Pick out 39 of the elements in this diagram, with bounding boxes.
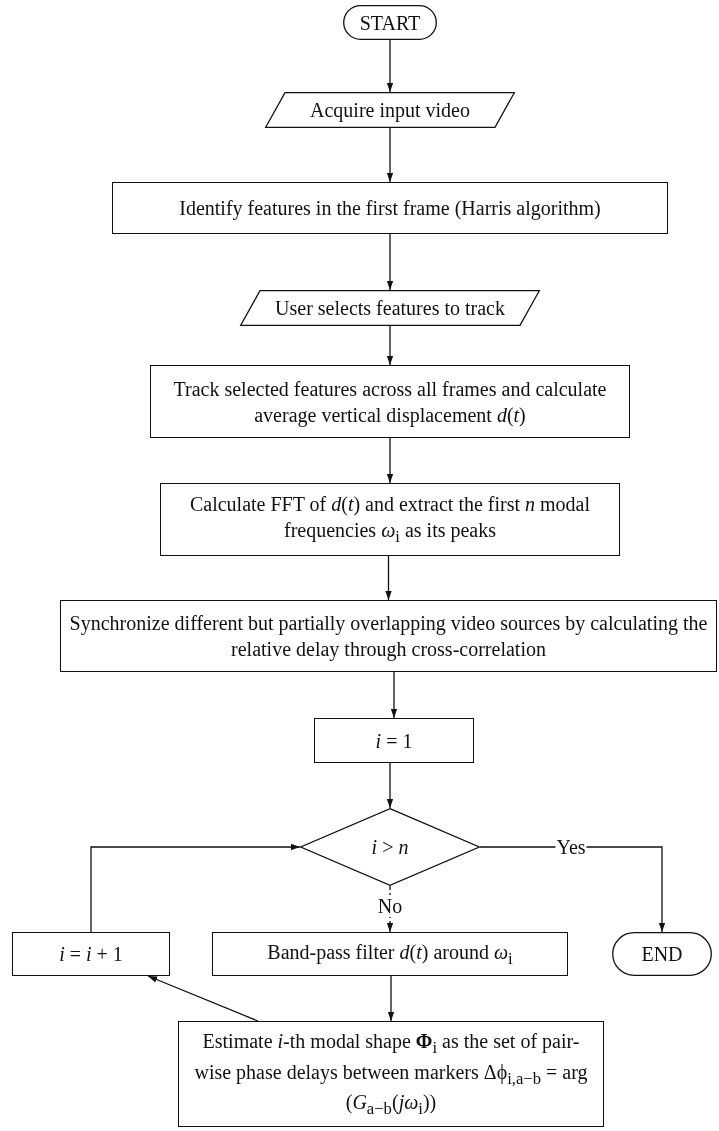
process-box xyxy=(150,365,630,438)
process-box xyxy=(212,932,568,976)
arrow xyxy=(386,233,394,291)
arrow xyxy=(390,671,398,719)
arrow xyxy=(386,39,394,93)
process-box xyxy=(60,600,717,672)
input-output-parallelogram xyxy=(265,92,515,128)
arrow xyxy=(479,846,666,933)
step-text: END xyxy=(640,942,684,967)
arrow xyxy=(386,127,394,183)
step-text: Identify features in the first frame (Harris algorithm) xyxy=(178,196,602,221)
step-text: START xyxy=(358,10,422,36)
process-box xyxy=(112,182,668,234)
arrow xyxy=(386,762,394,809)
process-box xyxy=(12,932,170,976)
terminal-pill xyxy=(612,932,712,976)
step-text: Acquire input video xyxy=(309,98,471,123)
step-text: i = i + 1 xyxy=(58,942,124,967)
step-text: Synchronize different but partially overlapping video sources by calculating the relative delay through cross-correlation xyxy=(68,611,709,662)
input-output-parallelogram xyxy=(240,290,540,326)
edge-label: No xyxy=(376,895,404,917)
process-box xyxy=(178,1021,604,1127)
arrow xyxy=(385,555,392,601)
step-text: Calculate FFT of d(t) and extract the first n modal frequencies ω$_{i}$ as its peaks xyxy=(188,492,592,548)
arrow xyxy=(147,975,259,1022)
terminal-pill xyxy=(343,5,437,40)
step-text: User selects features to track xyxy=(274,296,506,321)
step-text: Track selected features across all frames and calculate average vertical displacement d(t) xyxy=(172,376,608,428)
step-text: Band-pass filter d(t) around ω$_{i}$ xyxy=(266,939,514,970)
step-text: Estimate i-th modal shape Φ$_{i}$ as the set of pair-wise phase delays between markers Δϕ$_{i,a−b}$ = arg (G$_{a−b}$(jω$_{i}$)) xyxy=(193,1029,589,1120)
arrow xyxy=(90,843,301,933)
step-text: i > n xyxy=(370,835,410,860)
process-box xyxy=(160,483,620,556)
arrow xyxy=(386,437,394,484)
decision-diamond xyxy=(300,808,480,886)
arrow xyxy=(386,325,394,366)
step-text: i = 1 xyxy=(374,728,414,754)
arrow xyxy=(387,975,395,1022)
process-box xyxy=(314,718,474,763)
